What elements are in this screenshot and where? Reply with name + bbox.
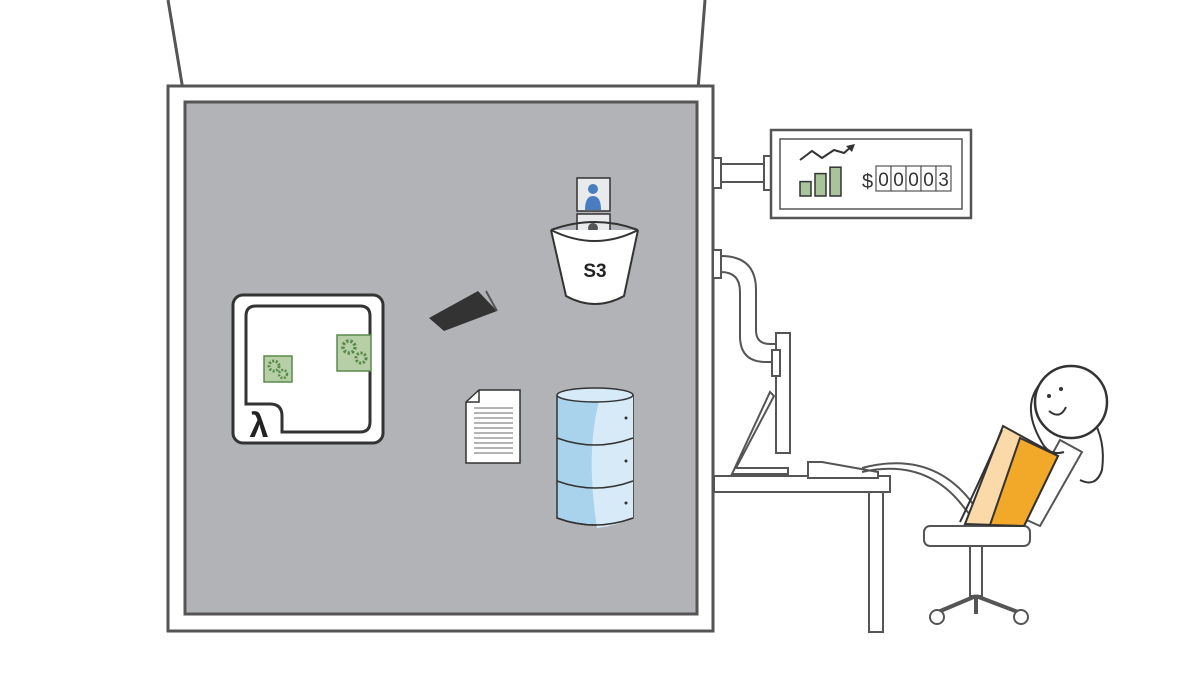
database-icon — [556, 387, 634, 528]
arrow-icon — [429, 291, 497, 331]
counter-cell — [935, 165, 952, 192]
bucket-body — [550, 229, 639, 305]
relaxed-person — [959, 364, 1109, 528]
person-eye — [1059, 387, 1063, 391]
s3-label: S3 — [583, 261, 606, 282]
bar-chart-icon — [799, 166, 842, 197]
pipe-to-dashboard — [712, 155, 773, 191]
gear-icon — [336, 334, 372, 372]
counter-digit: 0 — [908, 170, 919, 191]
bar-chart-bar — [829, 166, 842, 197]
person-eye — [1047, 394, 1051, 398]
arrow-icon-edge — [485, 290, 498, 312]
bar-chart-bar — [799, 180, 812, 197]
person-smile — [1048, 406, 1067, 416]
person-head — [1033, 364, 1109, 440]
gear-icon — [263, 355, 293, 383]
bar-chart-bar — [814, 172, 827, 197]
counter-digit: 3 — [938, 170, 949, 191]
s3-bucket-icon: S3 — [550, 177, 639, 305]
counter-digit: 0 — [878, 170, 889, 191]
trend-up-icon — [799, 144, 855, 161]
monitor-icon — [730, 332, 791, 475]
lambda-symbol: λ — [250, 407, 269, 445]
counter-digit: 0 — [893, 170, 904, 191]
person-photo-icon — [576, 177, 611, 212]
document-icon — [465, 389, 521, 464]
currency-symbol: $ — [862, 171, 873, 193]
desk — [713, 475, 891, 633]
pipe-to-monitor — [712, 249, 777, 363]
counter-digit: 0 — [923, 170, 934, 191]
lambda-function-icon: λ — [231, 293, 385, 445]
